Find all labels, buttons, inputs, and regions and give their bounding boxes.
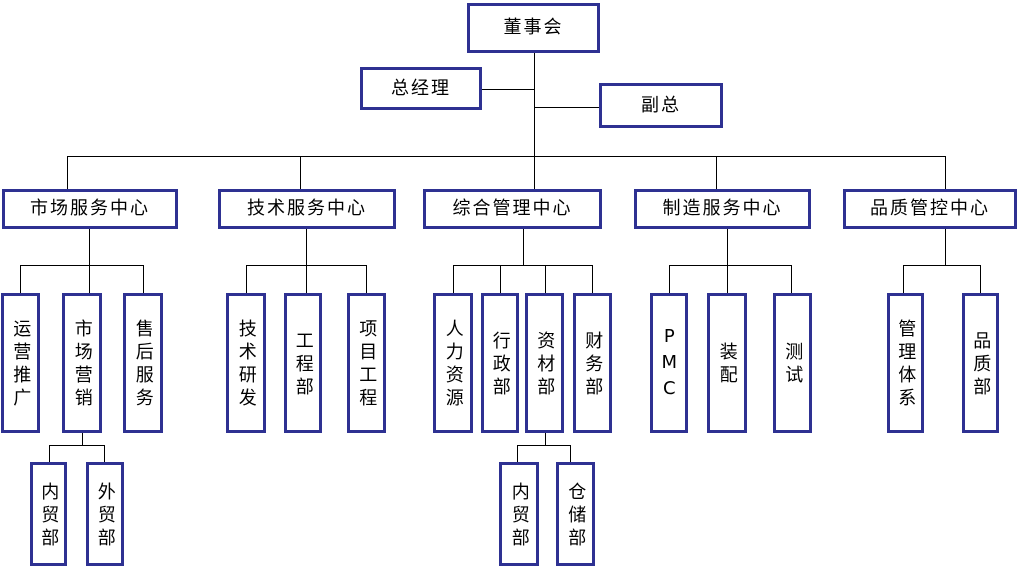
org-box-manufacturing-service-center: 制造服务中心	[634, 189, 811, 229]
connector-line	[67, 156, 68, 189]
org-box-general-manager: 总经理	[360, 67, 482, 110]
org-box-general-management-center: 综合管理中心	[423, 189, 602, 229]
org-box-materials-dept: 资材部	[525, 293, 564, 433]
org-box-marketing-sales: 市场营销	[62, 293, 102, 433]
connector-line	[104, 445, 105, 462]
org-box-domestic-trade-dept-marketing: 内贸部	[30, 462, 67, 566]
connector-line	[453, 265, 454, 293]
connector-line	[791, 265, 792, 293]
connector-line	[517, 445, 518, 462]
connector-line	[903, 265, 904, 293]
org-box-technical-service-center: 技术服务中心	[218, 189, 396, 229]
connector-line	[945, 229, 946, 265]
connector-line	[669, 265, 670, 293]
org-box-after-sales-service: 售后服务	[123, 293, 163, 433]
connector-line	[306, 229, 307, 293]
org-box-board-of-directors: 董事会	[467, 3, 600, 53]
connector-line	[534, 107, 599, 108]
org-box-assembly: 装配	[707, 293, 747, 433]
org-box-deputy-general-manager: 副总	[599, 83, 723, 128]
connector-line	[727, 229, 728, 293]
org-box-finance-dept: 财务部	[573, 293, 612, 433]
org-box-administration-dept: 行政部	[481, 293, 519, 433]
connector-line	[366, 265, 367, 293]
org-box-quality-dept: 品质部	[962, 293, 999, 433]
org-box-tech-rnd: 技术研发	[226, 293, 266, 433]
connector-line	[246, 265, 366, 266]
org-box-management-system: 管理体系	[887, 293, 924, 433]
org-box-domestic-trade-dept-materials: 内贸部	[499, 462, 539, 566]
connector-line	[980, 265, 981, 293]
connector-line	[545, 265, 546, 293]
connector-line	[246, 265, 247, 293]
connector-line	[592, 265, 593, 293]
connector-line	[89, 229, 90, 293]
connector-line	[20, 265, 143, 266]
connector-line	[500, 265, 501, 293]
connector-line	[716, 156, 717, 189]
org-box-engineering-dept: 工程部	[284, 293, 322, 433]
org-box-project-engineering: 项目工程	[347, 293, 386, 433]
org-box-human-resources: 人力资源	[433, 293, 473, 433]
connector-line	[517, 445, 570, 446]
connector-line	[523, 229, 524, 265]
connector-line	[945, 156, 946, 189]
connector-line	[20, 265, 21, 293]
org-box-warehouse-dept: 仓储部	[556, 462, 595, 566]
connector-line	[300, 156, 301, 189]
org-box-operations-promotion: 运营推广	[1, 293, 40, 433]
connector-line	[143, 265, 144, 293]
org-box-foreign-trade-dept: 外贸部	[86, 462, 124, 566]
org-box-marketing-service-center: 市场服务中心	[2, 189, 178, 229]
connector-line	[570, 445, 571, 462]
connector-line	[49, 445, 104, 446]
connector-line	[534, 53, 535, 189]
org-box-testing: 测试	[773, 293, 812, 433]
connector-line	[453, 265, 592, 266]
connector-line	[82, 433, 83, 445]
connector-line	[903, 265, 980, 266]
org-box-quality-control-center: 品质管控中心	[843, 189, 1017, 229]
connector-line	[482, 89, 534, 90]
connector-line	[545, 433, 546, 445]
connector-line	[67, 156, 945, 157]
org-box-pmc: PMC	[650, 293, 688, 433]
connector-line	[669, 265, 791, 266]
connector-line	[49, 445, 50, 462]
